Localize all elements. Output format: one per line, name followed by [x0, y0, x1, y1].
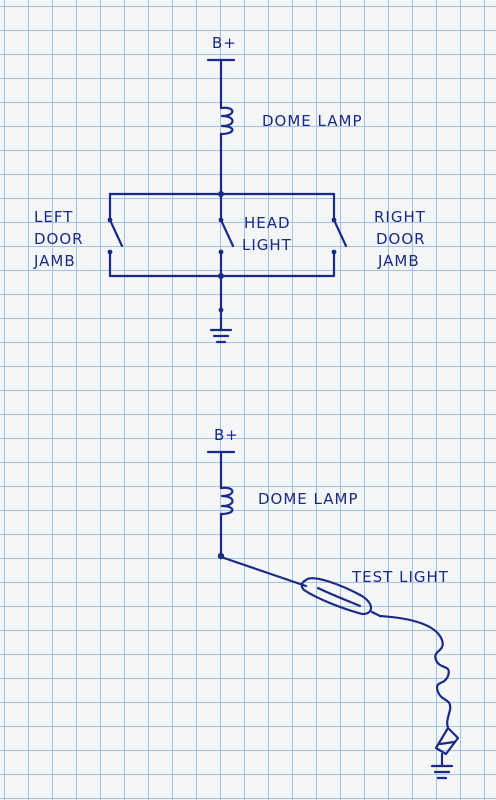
supply-label-1: B+	[212, 34, 237, 52]
right-switch-label-line1: RIGHT	[374, 208, 426, 226]
center-switch-label-line2: LIGHT	[242, 236, 292, 254]
test-light-label: TEST LIGHT	[351, 568, 449, 586]
ground-icon-2	[430, 764, 454, 780]
left-switch-label-line1: LEFT	[34, 208, 73, 226]
dome-lamp-coil-1	[219, 106, 234, 136]
circuit-diagram-2: B+ DOME LAMP TEST LIGHT	[206, 426, 460, 780]
dome-lamp-label-1: DOME LAMP	[262, 112, 363, 130]
right-door-switch	[331, 192, 348, 278]
test-light-coiled-lead	[378, 614, 452, 730]
left-switch-label-line3: JAMB	[33, 252, 76, 270]
left-switch-label-line2: DOOR	[34, 230, 84, 248]
circuit-diagram-1: B+ DOME LAMP	[33, 34, 426, 344]
ground-icon	[209, 328, 233, 344]
right-switch-label-line3: JAMB	[377, 252, 420, 270]
center-switch-label-line1: HEAD	[244, 214, 291, 232]
probe-contact-point	[217, 552, 225, 560]
head-light-switch	[218, 192, 235, 278]
dome-lamp-coil-2	[219, 486, 234, 516]
left-door-switch	[107, 192, 124, 278]
right-switch-label-line2: DOOR	[376, 230, 426, 248]
test-light-probe-icon	[222, 556, 382, 618]
ground-wire-junction-1	[218, 307, 224, 313]
supply-label-2: B+	[214, 426, 239, 444]
dome-lamp-label-2: DOME LAMP	[258, 490, 359, 508]
alligator-clip-icon	[434, 726, 460, 768]
